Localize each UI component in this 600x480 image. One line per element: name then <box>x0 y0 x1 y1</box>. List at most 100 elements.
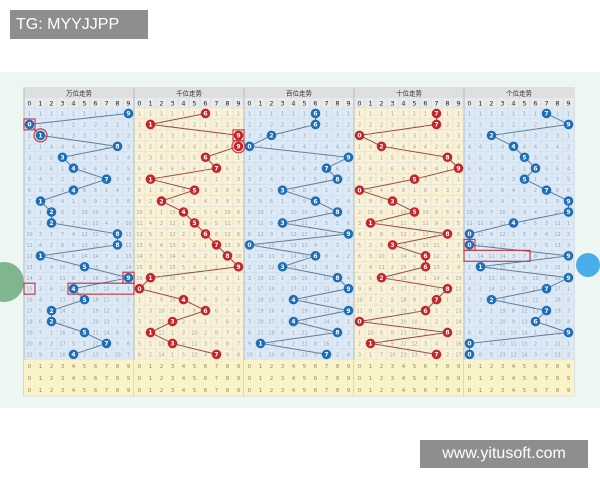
omission-count: 5 <box>358 243 361 249</box>
omission-count: 3 <box>39 166 42 172</box>
omission-count: 3 <box>347 133 350 139</box>
draw-ball-digit: 7 <box>324 165 328 172</box>
omission-count: 3 <box>479 298 482 304</box>
omission-count: 6 <box>369 287 372 293</box>
draw-ball <box>409 174 420 184</box>
omission-count: 8 <box>171 188 174 194</box>
omission-count: 2 <box>127 298 130 304</box>
omission-count: 2 <box>215 188 218 194</box>
omission-count: 9 <box>479 199 482 205</box>
draw-ball-digit: 5 <box>82 330 86 337</box>
omission-count: 1 <box>215 177 218 183</box>
omission-count: 7 <box>182 287 185 293</box>
omission-count: 12 <box>125 243 131 249</box>
omission-count: 11 <box>301 221 307 227</box>
footer-digit: 3 <box>281 376 285 382</box>
omission-count: 1 <box>39 112 42 118</box>
omission-count: 5 <box>457 155 460 161</box>
omission-count: 3 <box>94 133 97 139</box>
draw-ball-digit: 8 <box>445 286 449 293</box>
omission-count: 20 <box>400 320 406 326</box>
omission-count: 5 <box>567 177 570 183</box>
omission-count: 3 <box>292 133 295 139</box>
omission-count: 3 <box>292 352 295 358</box>
omission-count: 18 <box>400 298 406 304</box>
draw-ball <box>310 119 321 130</box>
omission-count: 4 <box>545 232 548 238</box>
draw-ball <box>376 141 387 152</box>
draw-ball <box>156 196 167 206</box>
omission-count: 5 <box>281 320 284 326</box>
omission-count: 12 <box>26 254 32 260</box>
footer-digit: 3 <box>171 364 175 370</box>
omission-count: 3 <box>380 177 383 183</box>
omission-count: 5 <box>556 155 559 161</box>
omission-count: 4 <box>336 254 339 260</box>
omission-count: 14 <box>554 254 560 260</box>
omission-count: 4 <box>314 243 317 249</box>
draw-ball <box>354 316 365 327</box>
footer-digit: 2 <box>270 388 274 394</box>
draw-ball-digit: 8 <box>335 275 339 282</box>
footer-digit: 9 <box>347 364 351 370</box>
omission-count: 6 <box>281 331 284 337</box>
draw-ball <box>563 327 574 338</box>
omission-count: 7 <box>424 177 427 183</box>
draw-ball-digit: 2 <box>49 220 53 227</box>
omission-count: 13 <box>224 243 230 249</box>
omission-count: 4 <box>479 144 482 150</box>
omission-count: 2 <box>259 122 262 128</box>
omission-count: 4 <box>171 144 174 150</box>
omission-count: 5 <box>545 166 548 172</box>
omission-count: 2 <box>490 122 493 128</box>
omission-count: 18 <box>92 298 98 304</box>
omission-count: 13 <box>301 243 307 249</box>
omission-count: 5 <box>237 199 240 205</box>
omission-count: 4 <box>248 188 251 194</box>
omission-count: 10 <box>268 243 274 249</box>
omission-count: 5 <box>479 155 482 161</box>
omission-count: 4 <box>446 199 449 205</box>
omission-count: 15 <box>136 265 142 271</box>
omission-count: 12 <box>290 232 296 238</box>
omission-count: 2 <box>446 122 449 128</box>
omission-count: 10 <box>92 210 98 216</box>
omission-count: 2 <box>237 166 240 172</box>
draw-ball <box>464 240 475 250</box>
digit-header: 7 <box>434 100 438 108</box>
omission-count: 13 <box>290 243 296 249</box>
draw-ball-digit: 2 <box>489 297 493 304</box>
omission-count: 5 <box>325 155 328 161</box>
omission-count: 2 <box>149 352 152 358</box>
omission-count: 3 <box>182 331 185 337</box>
omission-count: 6 <box>215 309 218 315</box>
omission-count: 10 <box>81 210 87 216</box>
omission-count: 11 <box>136 221 142 227</box>
omission-count: 16 <box>400 276 406 282</box>
omission-count: 6 <box>534 232 537 238</box>
omission-count: 9 <box>468 199 471 205</box>
omission-count: 1 <box>204 122 207 128</box>
omission-count: 8 <box>512 309 515 315</box>
omission-count: 5 <box>468 155 471 161</box>
omission-count: 22 <box>499 341 505 347</box>
highlight-box <box>67 282 135 295</box>
omission-count: 12 <box>92 232 98 238</box>
omission-count: 6 <box>204 298 207 304</box>
omission-count: 3 <box>567 243 570 249</box>
footer-digit: 1 <box>39 376 43 382</box>
omission-count: 1 <box>83 341 86 347</box>
omission-count: 3 <box>424 341 427 347</box>
omission-count: 3 <box>50 352 53 358</box>
omission-count: 6 <box>468 166 471 172</box>
footer-digit: 5 <box>303 364 307 370</box>
omission-count: 9 <box>193 320 196 326</box>
omission-count: 11 <box>268 254 274 260</box>
omission-count: 4 <box>435 341 438 347</box>
omission-count: 14 <box>92 254 98 260</box>
omission-count: 9 <box>391 341 394 347</box>
digit-header: 0 <box>467 100 471 108</box>
omission-count: 1 <box>314 265 317 271</box>
draw-ball-digit: 2 <box>159 198 163 205</box>
omission-count: 1 <box>61 166 64 172</box>
